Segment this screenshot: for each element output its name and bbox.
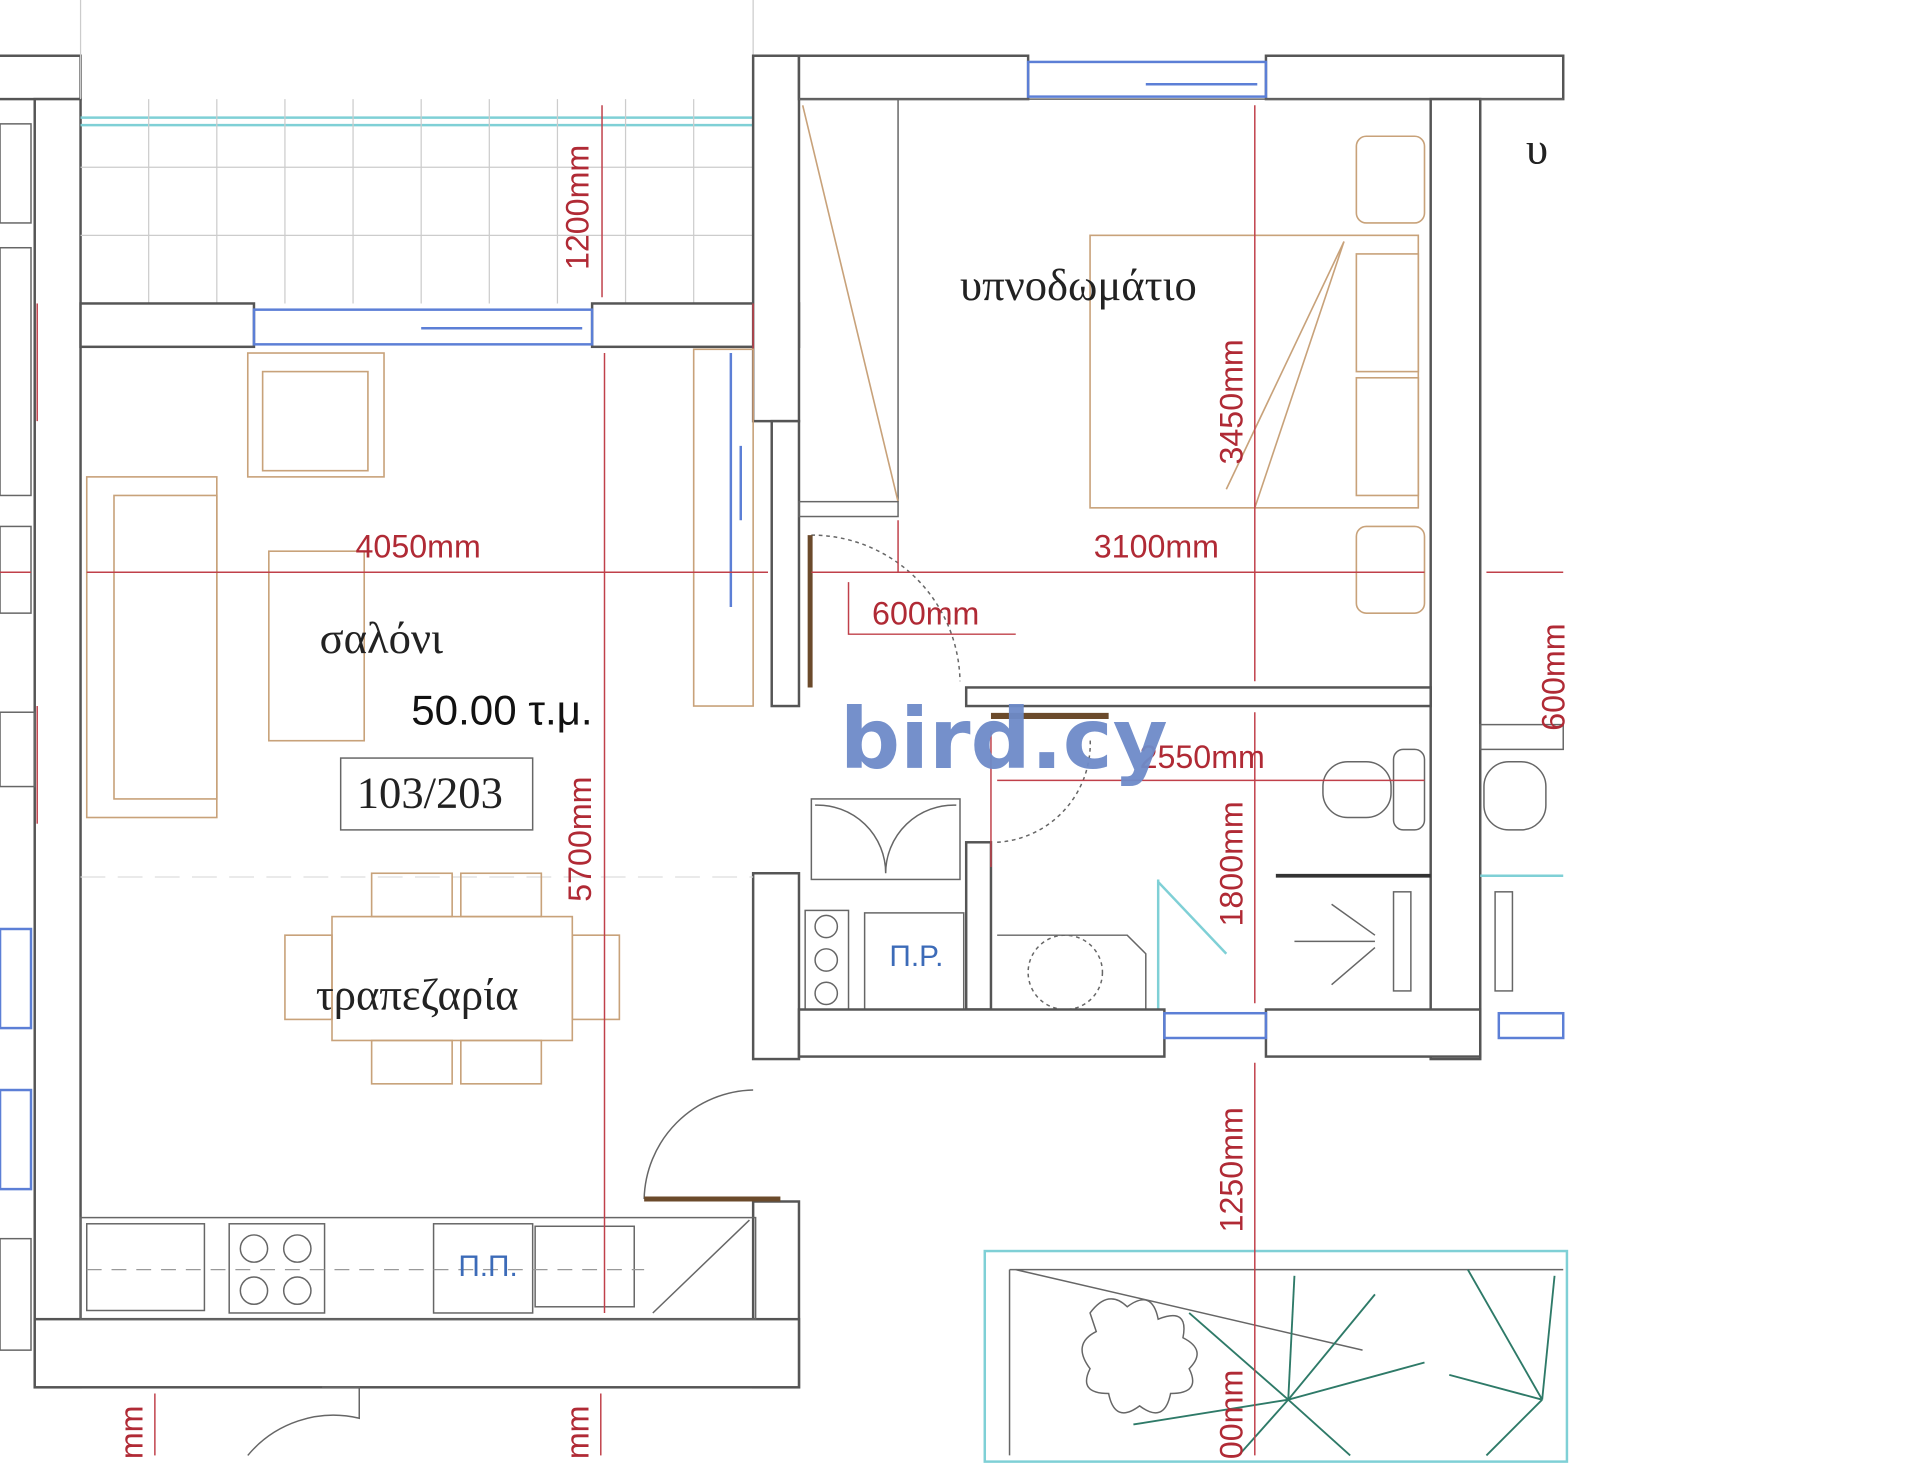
left-unit (0, 54, 82, 1389)
dim-closet: 600mm (872, 595, 979, 631)
fridge-label: Π.Π. (458, 1250, 517, 1283)
dim-living-length: 5700mm (562, 777, 598, 902)
dim-right-partial: 600mm (1535, 623, 1571, 730)
dim-bottom-left-partial: mm (113, 1406, 149, 1460)
dim-balcony: 1200mm (559, 145, 595, 270)
storage-label: Π.Ρ. (889, 940, 943, 973)
right-unit (1479, 98, 1565, 1040)
area-label: 50.00 τ.μ. (411, 687, 592, 734)
dim-living-width: 4050mm (356, 528, 481, 564)
room-label-bedroom-partial: υ (1526, 124, 1548, 174)
bathroom (797, 712, 1482, 1058)
dim-bottom-mid-partial: mm (559, 1406, 595, 1460)
living-furniture (79, 348, 781, 1320)
room-label-bedroom: υπνοδωμάτιο (960, 260, 1197, 310)
unit-number: 103/203 (357, 768, 503, 818)
dim-bath-length: 1800mm (1213, 801, 1249, 926)
bedroom (797, 54, 1565, 1061)
room-label-living: σαλόνι (320, 613, 443, 663)
balcony (79, 0, 754, 304)
dim-garden-gap: 1250mm (1213, 1107, 1249, 1232)
garden (983, 1249, 1569, 1463)
dim-bath-width: 2550mm (1140, 739, 1265, 775)
dim-garden-partial: 00mm (1213, 1370, 1249, 1459)
room-label-dining: τραπεζαρία (316, 970, 519, 1020)
dim-bedroom-length: 3450mm (1213, 339, 1249, 464)
dimension-lines (0, 105, 1425, 1456)
watermark-logo: bird.cy (840, 690, 1168, 788)
dim-bedroom-width: 3100mm (1094, 528, 1219, 564)
living-walls (33, 54, 801, 1389)
